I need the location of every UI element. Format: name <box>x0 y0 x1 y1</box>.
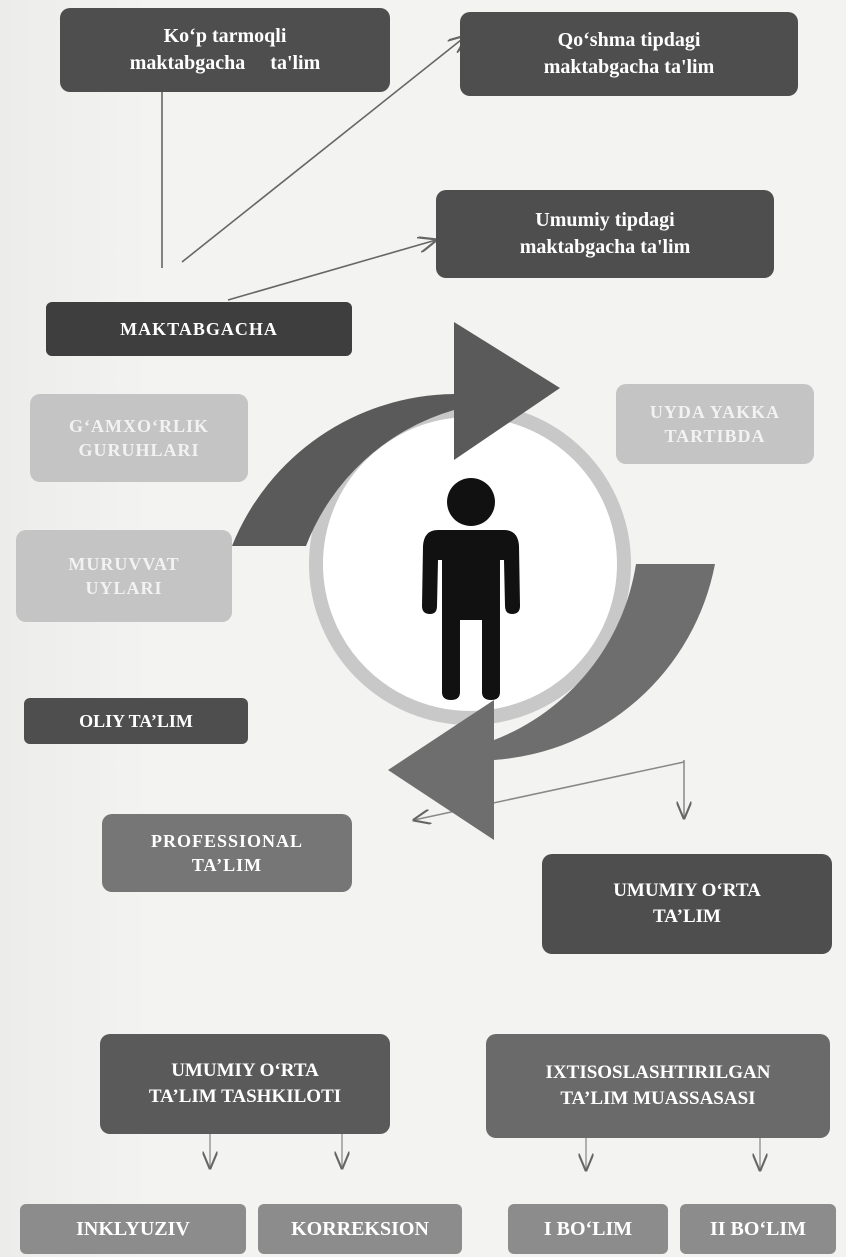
node-oliy-talim: OLIY TA’LIM <box>24 698 248 744</box>
node-umumiy-tipdagi-line2: maktabgacha ta'lim <box>519 236 691 258</box>
node-oliy-label: OLIY TA’LIM <box>79 710 193 731</box>
connector-to-umumiy-tipdagi <box>227 240 436 301</box>
node-uyda-yakka-tartibda: UYDA YAKKA TARTIBDA <box>616 384 814 464</box>
node-tashkiloti-line2: TA’LIM TASHKILOTI <box>148 1086 342 1107</box>
node-kop-tarmoqli: Ko‘p tarmoqli maktabgacha ta'lim <box>60 8 390 92</box>
node-i-bolim: I BO‘LIM <box>508 1204 668 1254</box>
cycle-arrow-lower <box>388 564 715 840</box>
node-professional-line2: TA’LIM <box>191 855 263 875</box>
node-kop-tarmoqli-line2: maktabgacha ta'lim <box>129 52 321 74</box>
node-qoshma-line2: maktabgacha ta'lim <box>543 56 715 78</box>
node-ii-bolim-label: II BO‘LIM <box>709 1217 807 1240</box>
node-umumiy-tipdagi: Umumiy tipdagi maktabgacha ta'lim <box>436 190 774 278</box>
node-gamxorlik-line2: GURUHLARI <box>78 440 200 460</box>
node-umumiy-orta-talim: UMUMIY O‘RTA TA’LIM <box>542 854 832 954</box>
node-kop-tarmoqli-line1: Ko‘p tarmoqli <box>163 25 287 47</box>
node-umumiy-orta-line2: TA’LIM <box>653 906 721 927</box>
node-maktabgacha-label: MAKTABGACHA <box>120 318 278 339</box>
node-inklyuziv: INKLYUZIV <box>20 1204 246 1254</box>
node-professional-talim: PROFESSIONAL TA’LIM <box>102 814 352 892</box>
node-korreksion: KORREKSION <box>258 1204 462 1254</box>
cycle-arrow-upper <box>232 322 560 546</box>
person-icon <box>422 478 520 700</box>
node-gamxorlik-line1: G‘AMXO‘RLIK <box>69 415 209 436</box>
node-umumiy-tipdagi-line1: Umumiy tipdagi <box>535 209 675 231</box>
node-umumiy-orta-talim-tashkiloti: UMUMIY O‘RTA TA’LIM TASHKILOTI <box>100 1034 390 1134</box>
connector-to-qoshma <box>181 36 466 263</box>
node-uyda-line1: UYDA YAKKA <box>649 401 781 422</box>
node-professional-line1: PROFESSIONAL <box>150 830 304 851</box>
node-qoshma-line1: Qo‘shma tipdagi <box>557 29 701 51</box>
node-gamxorlik-guruhlari: G‘AMXO‘RLIK GURUHLARI <box>30 394 248 482</box>
node-korreksion-label: KORREKSION <box>291 1217 429 1240</box>
node-maktabgacha: MAKTABGACHA <box>46 302 352 356</box>
node-muruvvat-line1: MURUVVAT <box>68 553 180 574</box>
node-tashkiloti-line1: UMUMIY O‘RTA <box>171 1060 319 1082</box>
node-inklyuziv-label: INKLYUZIV <box>76 1217 190 1240</box>
node-i-bolim-label: I BO‘LIM <box>543 1217 633 1240</box>
node-ixtisoslashtirilgan: IXTISOSLASHTIRILGAN TA’LIM MUASSASASI <box>486 1034 830 1138</box>
node-ixtisoslashtirilgan-line2: TA’LIM MUASSASASI <box>560 1088 756 1109</box>
node-uyda-line2: TARTIBDA <box>664 426 766 446</box>
node-muruvvat-uylari: MURUVVAT UYLARI <box>16 530 232 622</box>
node-umumiy-orta-line1: UMUMIY O‘RTA <box>613 880 761 902</box>
node-ii-bolim: II BO‘LIM <box>680 1204 836 1254</box>
node-qoshma-tipdagi: Qo‘shma tipdagi maktabgacha ta'lim <box>460 12 798 96</box>
node-muruvvat-line2: UYLARI <box>85 578 163 598</box>
node-ixtisoslashtirilgan-line1: IXTISOSLASHTIRILGAN <box>545 1062 771 1084</box>
